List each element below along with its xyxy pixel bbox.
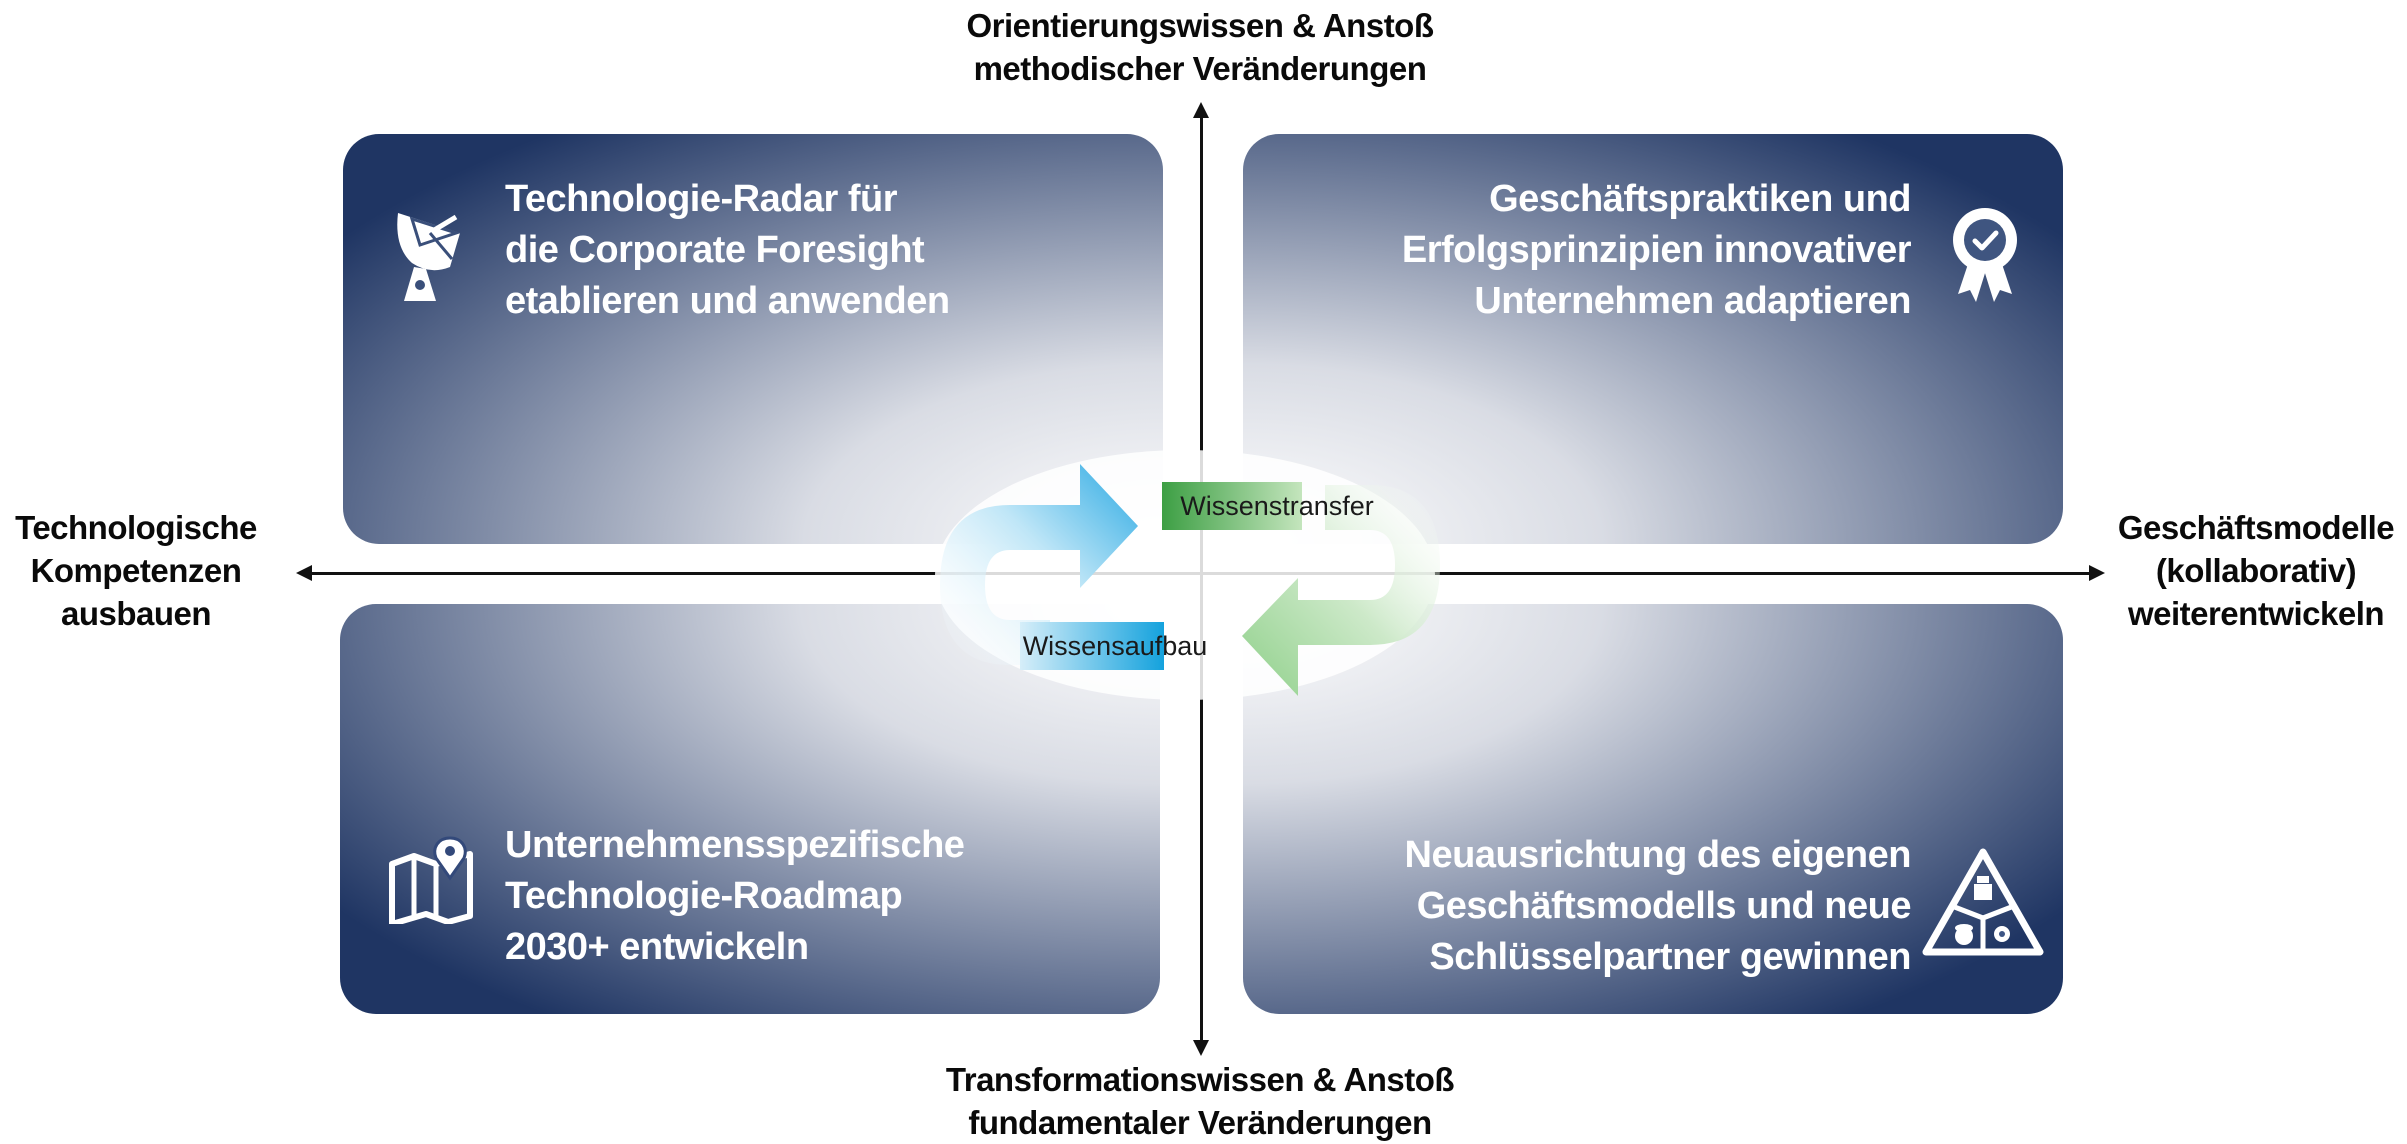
quadrant-top-right-title: Geschäftspraktiken und Erfolgsprinzipien… — [1401, 174, 1912, 327]
title-line: Schlüsselpartner gewinnen — [1429, 936, 1911, 978]
quadrant-bottom-right-title: Neuausrichtung des eigenen Geschäftsmode… — [1404, 830, 1912, 983]
quadrant-bottom-left — [340, 604, 1160, 1014]
map-pin-icon — [386, 834, 476, 927]
satellite-dish-icon — [390, 205, 470, 305]
axis-label-right: Geschäftsmodelle (kollaborativ) weiteren… — [2110, 506, 2402, 635]
axis-label-left-line: Kompetenzen — [30, 552, 242, 589]
axis-arrow-up — [1193, 102, 1209, 118]
axis-label-top: Orientierungswissen & Anstoß methodische… — [900, 4, 1500, 90]
title-line: Technologie-Roadmap — [505, 875, 903, 917]
title-line: die Corporate Foresight — [505, 229, 925, 271]
axis-label-top-line: Orientierungswissen & Anstoß — [966, 7, 1434, 44]
axis-label-left: Technologische Kompetenzen ausbauen — [0, 506, 272, 635]
title-line: Erfolgsprinzipien innovativer — [1401, 229, 1912, 271]
business-model-triangle-icon — [1922, 848, 2044, 958]
axis-arrow-right — [2089, 565, 2105, 581]
title-line: Geschäftsmodells und neue — [1416, 885, 1912, 927]
axis-label-bottom-line: Transformationswissen & Anstoß — [945, 1061, 1455, 1098]
axis-label-right-line: weiterentwickeln — [2127, 595, 2385, 632]
quadrant-top-left-title: Technologie-Radar für die Corporate Fore… — [505, 174, 950, 327]
axis-label-bottom-line: fundamentaler Veränderungen — [968, 1104, 1432, 1141]
title-line: etablieren und anwenden — [505, 280, 950, 322]
quadrant-bottom-left-title: Unternehmensspezifische Technologie-Road… — [505, 820, 965, 973]
title-line: Neuausrichtung des eigenen — [1404, 834, 1912, 876]
axis-label-left-line: Technologische — [15, 509, 257, 546]
title-line: Technologie-Radar für — [505, 178, 898, 220]
cycle-arrows-graphic — [935, 450, 1440, 700]
axis-label-right-line: Geschäftsmodelle — [2117, 509, 2395, 546]
quadrant-top-right — [1243, 134, 2063, 544]
quadrant-top-left — [343, 134, 1163, 544]
cycle-label-wissensaufbau: Wissensaufbau — [1022, 630, 1208, 661]
axis-label-bottom: Transformationswissen & Anstoß fundament… — [900, 1058, 1500, 1144]
award-badge-icon — [1950, 206, 2020, 306]
axis-arrow-left — [296, 565, 312, 581]
title-line: 2030+ entwickeln — [505, 926, 809, 968]
axis-label-top-line: methodischer Veränderungen — [973, 50, 1427, 87]
knowledge-cycle — [930, 440, 1450, 700]
cycle-label-wissenstransfer: Wissenstransfer — [1180, 490, 1374, 521]
title-line: Geschäftspraktiken und — [1489, 178, 1911, 220]
axis-arrow-down — [1193, 1040, 1209, 1056]
axis-label-right-line: (kollaborativ) — [2155, 552, 2357, 589]
axis-label-left-line: ausbauen — [60, 595, 212, 632]
title-line: Unternehmen adaptieren — [1474, 280, 1911, 322]
title-line: Unternehmensspezifische — [505, 824, 965, 866]
